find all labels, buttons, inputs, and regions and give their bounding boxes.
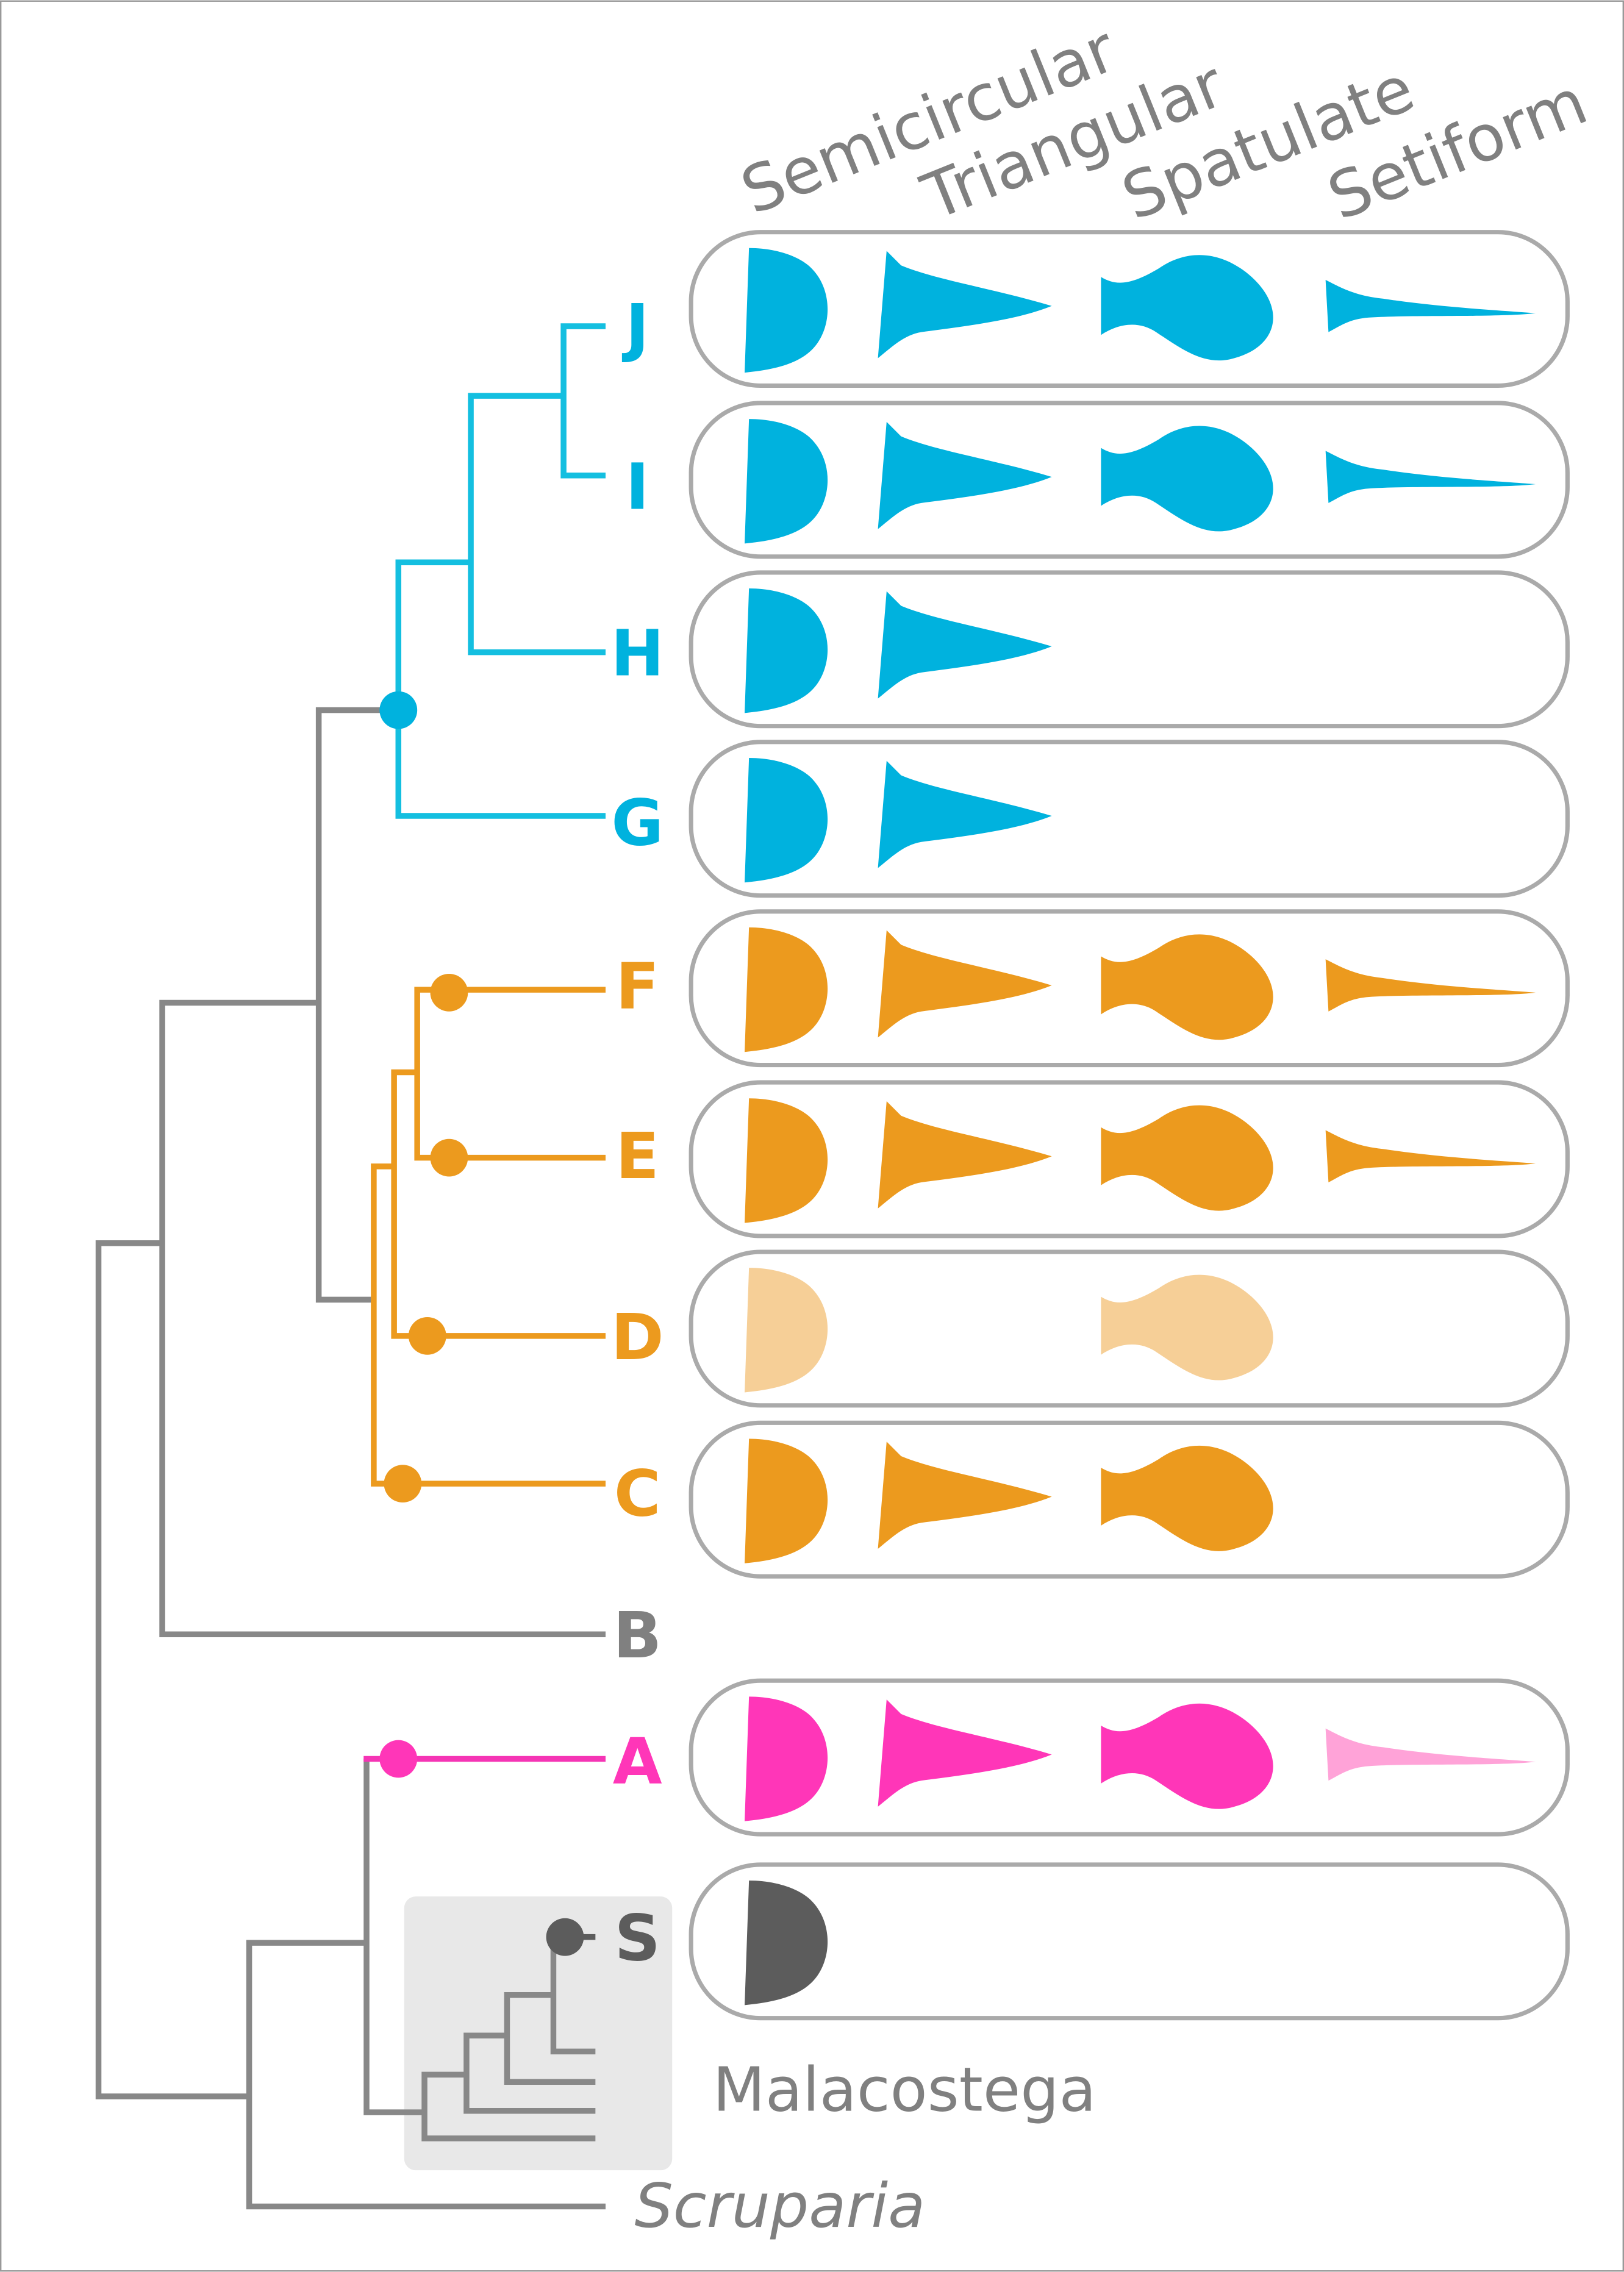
shape-semicircular [745,1098,828,1223]
shape-box [689,909,1570,1068]
gray-branches [95,707,606,2210]
shape-setiform [1325,451,1536,503]
taxon-row-a: A [613,1678,1570,1837]
shape-triangular [878,251,1052,359]
shape-semicircular [745,1438,828,1563]
taxon-label-g: G [611,786,664,860]
taxon-label-f: F [616,949,659,1024]
taxon-label-j: J [622,290,649,365]
node-blue-clade [379,691,418,729]
shape-triangular [878,591,1052,699]
taxa-rows: J I H G F E D CBA S [611,230,1570,2021]
shape-box [689,1678,1570,1837]
shape-triangular [878,1699,1052,1807]
shape-semicircular [745,419,828,544]
taxon-label-b: B [613,1598,662,1673]
taxon-row-j: J [622,230,1570,388]
malacostega-label: Malacostega [713,2054,1096,2126]
shape-box [689,230,1570,388]
shape-semicircular [745,1696,828,1821]
taxon-row-b: B [613,1598,662,1673]
taxon-row-c: C [614,1420,1570,1579]
shape-box [689,570,1570,729]
shape-spatulate [1101,934,1273,1040]
shape-spatulate [1101,426,1273,532]
node-a [379,1740,418,1778]
shape-semicircular [745,757,828,883]
shape-semicircular [745,927,828,1052]
scruparia-label: Scruparia [634,2170,925,2242]
taxon-label-c: C [614,1456,661,1531]
taxon-label-a: A [613,1724,662,1799]
shape-semicircular [745,1268,828,1393]
taxon-row-f: F [616,909,1570,1068]
taxon-row-e: E [616,1080,1570,1238]
taxon-row-g: G [611,740,1570,898]
shape-spatulate [1101,1105,1273,1211]
node-c [384,1465,422,1503]
shape-triangular [878,1101,1052,1209]
node-s [546,1918,584,1956]
taxon-row-i: I [626,401,1570,559]
shape-triangular [878,930,1052,1038]
shape-spatulate [1101,1274,1273,1381]
shape-box [689,1080,1570,1238]
taxon-label-e: E [616,1119,659,1193]
node-f [430,973,468,1012]
shape-setiform [1325,1728,1536,1781]
shape-spatulate [1101,255,1273,361]
node-markers [379,691,584,1956]
shape-setiform [1325,959,1536,1012]
blue-clade-branches [395,323,606,819]
malacostega-box [404,1896,673,2171]
shape-semicircular [745,588,828,713]
shape-triangular [878,1441,1052,1549]
shape-spatulate [1101,1445,1273,1551]
shape-semicircular [745,1881,828,2006]
taxon-label-i: I [626,449,649,524]
shape-setiform [1325,1130,1536,1183]
taxon-row-h: H [611,570,1570,729]
shape-setiform [1325,280,1536,332]
taxon-row-d: D [611,1249,1570,1408]
shape-box [689,401,1570,559]
shape-box [689,1249,1570,1408]
taxon-label-d: D [611,1300,664,1374]
shape-triangular [878,421,1052,529]
node-e [430,1138,468,1177]
shape-box [689,1862,1570,2021]
malacostega-branches [421,1937,596,2142]
orange-clade-branches [371,987,606,1487]
taxon-label-s: S [615,1901,660,1976]
shape-semicircular [745,248,828,373]
shape-box [689,740,1570,898]
shape-spatulate [1101,1703,1273,1809]
node-d [408,1316,446,1355]
taxon-label-h: H [611,616,664,691]
taxon-row-s: S [615,1862,1570,2021]
shape-box [689,1420,1570,1579]
shape-triangular [878,760,1052,868]
